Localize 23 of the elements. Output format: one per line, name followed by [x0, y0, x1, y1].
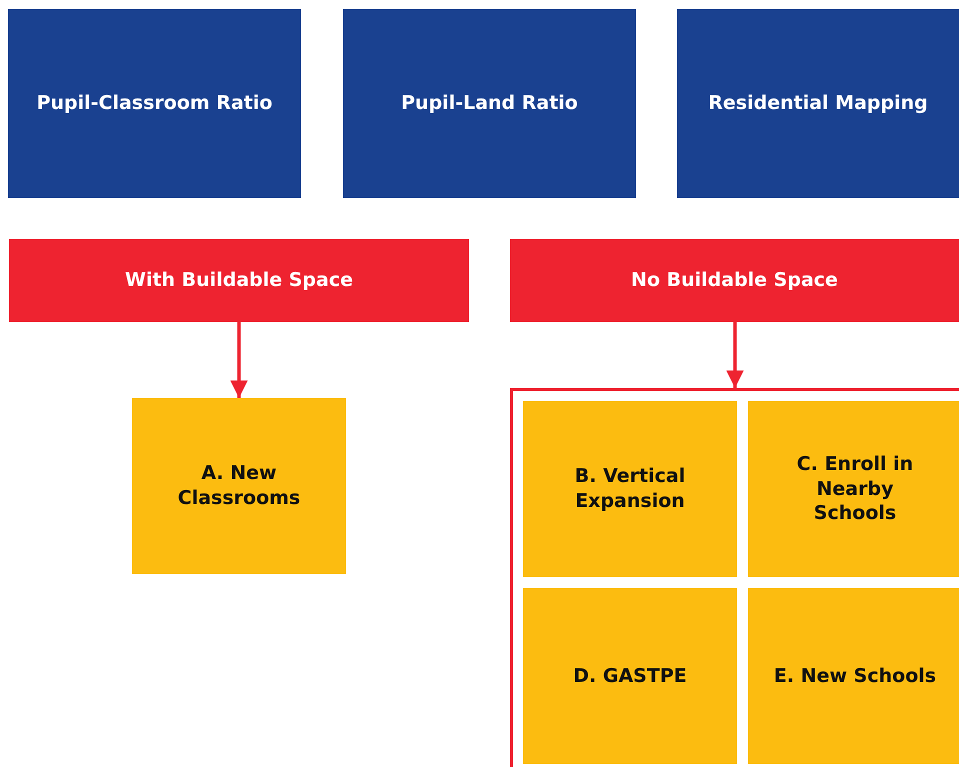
- condition-box: [9, 239, 469, 322]
- box-label: With Buildable Space: [124, 268, 354, 293]
- option-box: [132, 398, 346, 574]
- arrow: [726, 322, 744, 388]
- box-label: C. Enroll in Nearby Schools: [796, 452, 914, 526]
- metric-box: [8, 9, 301, 198]
- group-frame: [510, 388, 959, 767]
- box-label: Pupil-Classroom Ratio: [36, 91, 274, 116]
- box-label: E. New Schools: [772, 664, 938, 688]
- arrow: [230, 322, 248, 398]
- box-label: B. Vertical Expansion: [574, 464, 686, 514]
- option-box: [523, 401, 737, 577]
- option-box: [523, 588, 737, 764]
- condition-box: [510, 239, 959, 322]
- option-box: [748, 401, 959, 577]
- box-label: No Buildable Space: [630, 268, 839, 293]
- box-label: A. New Classrooms: [176, 461, 302, 511]
- box-label: D. GASTPE: [572, 664, 688, 688]
- metric-box: [677, 9, 959, 198]
- box-label: Pupil-Land Ratio: [400, 91, 579, 116]
- option-box: [748, 588, 959, 764]
- metric-box: [343, 9, 636, 198]
- box-label: Residential Mapping: [707, 91, 929, 116]
